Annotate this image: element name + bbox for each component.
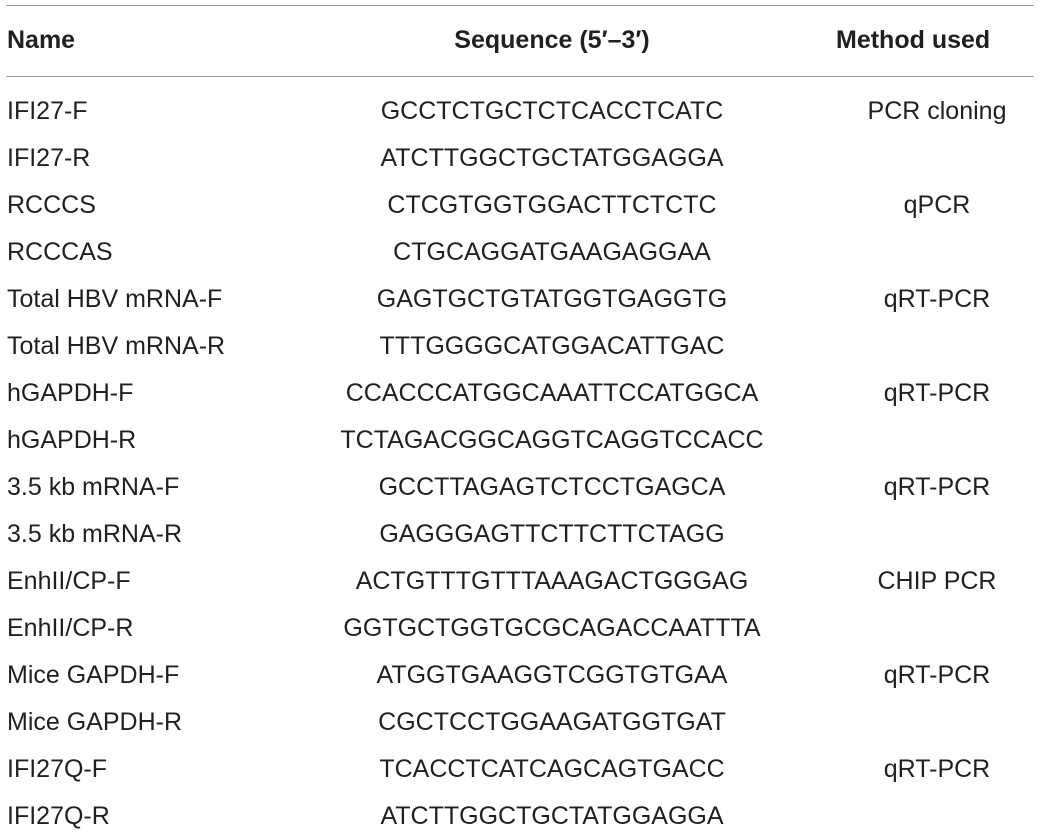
- cell-sequence: GAGTGCTGTATGGTGAGGTG: [376, 285, 728, 313]
- cell-method: qPCR: [903, 191, 971, 219]
- cell-method: [824, 135, 1040, 182]
- cell-sequence: TCTAGACGGCAGGTCAGGTCCACC: [340, 426, 764, 454]
- cell-sequence: GGTGCTGGTGCGCAGACCAATTTA: [343, 614, 761, 642]
- header-name: Name: [7, 26, 76, 54]
- cell-name: IFI27Q-R: [7, 802, 110, 830]
- cell-method: qRT-PCR: [883, 755, 991, 783]
- table-row: IFI27Q-R ATCTTGGCTGCTATGGAGGA: [0, 793, 1040, 840]
- cell-sequence: CTGCAGGATGAAGAGGAA: [393, 238, 711, 266]
- cell-name: RCCCS: [7, 191, 96, 219]
- table-row: IFI27Q-F TCACCTCATCAGCAGTGACC qRT-PCR: [0, 746, 1040, 793]
- table-row: Mice GAPDH-F ATGGTGAAGGTCGGTGTGAA qRT-PCR: [0, 652, 1040, 699]
- cell-method: [824, 511, 1040, 558]
- cell-sequence: CTCGTGGTGGACTTCTCTC: [387, 191, 717, 219]
- cell-sequence: GCCTTAGAGTCTCCTGAGCA: [378, 473, 726, 501]
- cell-name: Total HBV mRNA-F: [7, 285, 223, 313]
- cell-method: [824, 229, 1040, 276]
- table-row: IFI27-F GCCTCTGCTCTCACCTCATC PCR cloning: [0, 88, 1040, 135]
- table-row: Total HBV mRNA-F GAGTGCTGTATGGTGAGGTG qRT-…: [0, 276, 1040, 323]
- cell-sequence: GAGGGAGTTCTTCTTCTAGG: [379, 520, 725, 548]
- cell-sequence: ATGGTGAAGGTCGGTGTGAA: [376, 661, 728, 689]
- cell-sequence: GCCTCTGCTCTCACCTCATC: [380, 97, 724, 125]
- cell-name: 3.5 kb mRNA-F: [7, 473, 180, 501]
- cell-method: qRT-PCR: [883, 473, 991, 501]
- table-row: Total HBV mRNA-R TTTGGGGCATGGACATTGAC: [0, 323, 1040, 370]
- cell-method: CHIP PCR: [877, 567, 997, 595]
- cell-method: PCR cloning: [867, 97, 1007, 125]
- cell-name: hGAPDH-F: [7, 379, 134, 407]
- cell-sequence: CCACCCATGGCAAATTCCATGGCA: [345, 379, 759, 407]
- cell-name: IFI27-F: [7, 97, 88, 125]
- table-row: RCCCAS CTGCAGGATGAAGAGGAA: [0, 229, 1040, 276]
- cell-name: EnhII/CP-F: [7, 567, 131, 595]
- cell-method: [824, 323, 1040, 370]
- cell-name: Mice GAPDH-F: [7, 661, 180, 689]
- cell-sequence: TTTGGGGCATGGACATTGAC: [379, 332, 725, 360]
- header-method: Method used: [836, 26, 991, 54]
- table-header-rule: [6, 76, 1034, 77]
- cell-method: [824, 699, 1040, 746]
- cell-name: 3.5 kb mRNA-R: [7, 520, 183, 548]
- table-row: 3.5 kb mRNA-F GCCTTAGAGTCTCCTGAGCA qRT-PCR: [0, 464, 1040, 511]
- cell-method: qRT-PCR: [883, 285, 991, 313]
- table-row: RCCCS CTCGTGGTGGACTTCTCTC qPCR: [0, 182, 1040, 229]
- table-row: Mice GAPDH-R CGCTCCTGGAAGATGGTGAT: [0, 699, 1040, 746]
- table-row: EnhII/CP-F ACTGTTTGTTTAAAGACTGGGAG CHIP PC…: [0, 558, 1040, 605]
- table-row: EnhII/CP-R GGTGCTGGTGCGCAGACCAATTTA: [0, 605, 1040, 652]
- cell-method: [824, 417, 1040, 464]
- cell-name: Mice GAPDH-R: [7, 708, 183, 736]
- table-header-row: Name Sequence (5′–3′) Method used: [0, 17, 1040, 64]
- cell-name: IFI27Q-F: [7, 755, 108, 783]
- cell-sequence: TCACCTCATCAGCAGTGACC: [379, 755, 725, 783]
- cell-method: qRT-PCR: [883, 379, 991, 407]
- cell-sequence: CGCTCCTGGAAGATGGTGAT: [378, 708, 726, 736]
- cell-sequence: ACTGTTTGTTTAAAGACTGGGAG: [355, 567, 749, 595]
- cell-name: hGAPDH-R: [7, 426, 137, 454]
- cell-method: [824, 793, 1040, 840]
- table-row: IFI27-R ATCTTGGCTGCTATGGAGGA: [0, 135, 1040, 182]
- table-row: 3.5 kb mRNA-R GAGGGAGTTCTTCTTCTAGG: [0, 511, 1040, 558]
- table-row: hGAPDH-F CCACCCATGGCAAATTCCATGGCA qRT-PCR: [0, 370, 1040, 417]
- cell-name: EnhII/CP-R: [7, 614, 134, 642]
- cell-name: IFI27-R: [7, 144, 91, 172]
- cell-sequence: ATCTTGGCTGCTATGGAGGA: [380, 144, 724, 172]
- cell-name: RCCCAS: [7, 238, 113, 266]
- table-row: hGAPDH-R TCTAGACGGCAGGTCAGGTCCACC: [0, 417, 1040, 464]
- cell-sequence: ATCTTGGCTGCTATGGAGGA: [380, 802, 724, 830]
- cell-name: Total HBV mRNA-R: [7, 332, 226, 360]
- table-top-rule: [6, 5, 1034, 6]
- header-sequence: Sequence (5′–3′): [454, 26, 650, 54]
- cell-method: [824, 605, 1040, 652]
- cell-method: qRT-PCR: [883, 661, 991, 689]
